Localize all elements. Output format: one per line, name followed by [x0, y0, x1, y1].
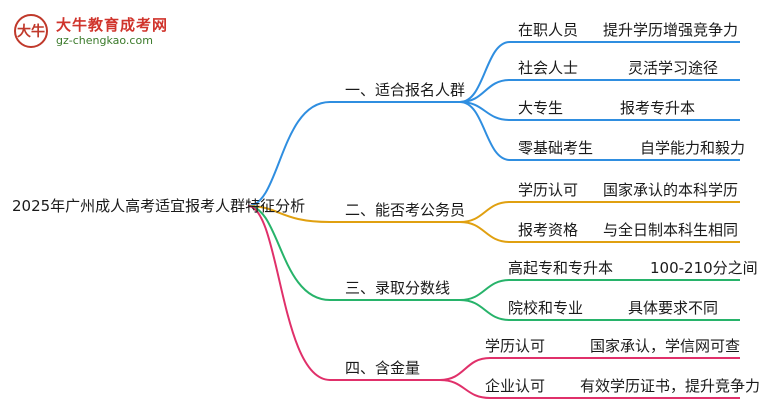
leaf-name: 报考资格: [518, 221, 579, 239]
branch-1-label: 一、适合报名人群: [345, 81, 466, 99]
root-node: 2025年广州成人高考适宜报考人群特征分析: [12, 197, 306, 215]
leaf-desc: 报考专升本: [620, 99, 696, 117]
branch-1-lines: [247, 41, 740, 207]
leaf-name: 学历认可: [518, 181, 579, 199]
logo-badge-icon: 大牛: [14, 14, 48, 48]
branch-2-lines: [247, 201, 740, 243]
leaf-desc: 100-210分之间: [650, 259, 758, 277]
branch-4-label: 四、含金量: [345, 359, 421, 377]
leaf-desc: 灵活学习途径: [628, 59, 719, 77]
leaf-desc: 与全日制本科生相同: [603, 221, 739, 239]
leaf-name: 大专生: [518, 99, 564, 117]
branch-4-lines: [247, 205, 740, 399]
leaf-desc: 国家承认，学信网可查: [590, 337, 741, 355]
leaf-name: 院校和专业: [508, 299, 584, 317]
leaf-desc: 具体要求不同: [628, 299, 719, 317]
leaf-desc: 国家承认的本科学历: [603, 181, 739, 199]
leaf-name: 学历认可: [485, 337, 546, 355]
leaf-name: 零基础考生: [518, 139, 594, 157]
branch-3-label: 三、录取分数线: [345, 279, 451, 297]
leaf-desc: 自学能力和毅力: [640, 139, 746, 157]
leaf-name: 社会人士: [518, 59, 579, 77]
leaf-name: 在职人员: [518, 21, 579, 39]
leaf-name: 企业认可: [485, 377, 546, 395]
logo-title: 大牛教育成考网: [56, 16, 169, 34]
leaf-name: 高起专和专升本: [508, 259, 614, 277]
logo-url: gz-chengkao.com: [56, 34, 153, 47]
leaf-desc: 有效学历证书，提升竞争力: [580, 377, 760, 395]
branch-3-lines: [247, 205, 740, 321]
site-logo: 大牛 大牛教育成考网 gz-chengkao.com: [14, 12, 167, 52]
leaf-desc: 提升学历增强竞争力: [603, 21, 739, 39]
branch-2-label: 二、能否考公务员: [345, 201, 466, 219]
